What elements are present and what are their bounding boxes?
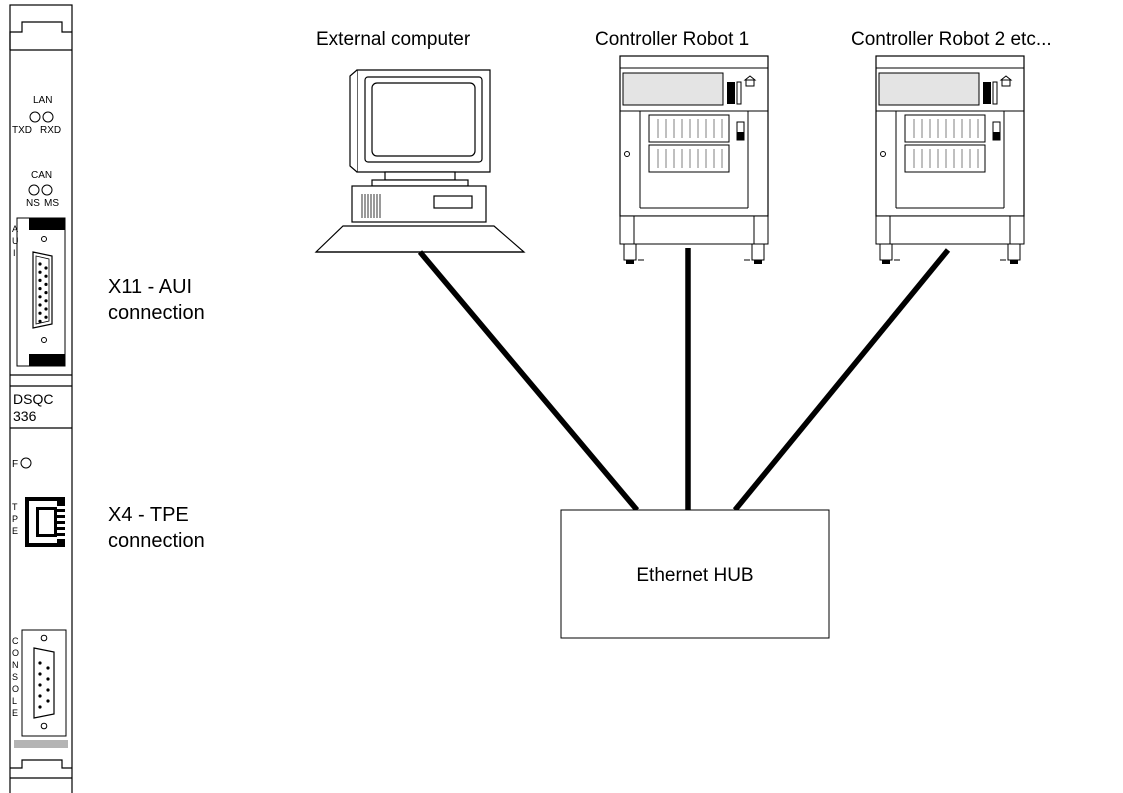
aui-pin <box>44 266 48 270</box>
aui-pins <box>38 262 48 323</box>
aui-side-letter-u: U <box>12 236 19 246</box>
console-side-text: C O N S O L E <box>12 636 19 718</box>
svg-text:O: O <box>12 684 19 694</box>
aui-side-letter-a: A <box>12 224 18 234</box>
hub-label: Ethernet HUB <box>636 565 753 586</box>
f-label: F <box>12 459 18 470</box>
dsqc336-board <box>9 4 73 793</box>
aui-pin <box>44 274 48 278</box>
can-ns-label: NS <box>26 198 40 209</box>
x4-label-line2: connection <box>108 530 205 552</box>
svg-text:L: L <box>12 696 17 706</box>
robot2-controller-icon <box>875 55 1025 265</box>
svg-text:N: N <box>12 660 19 670</box>
can-label: CAN <box>31 170 52 181</box>
aui-pin <box>44 291 48 295</box>
aui-pin <box>38 319 42 323</box>
lan-txd-led <box>29 111 41 123</box>
aui-pin <box>44 315 48 319</box>
lan-txd-label: TXD <box>12 125 32 136</box>
aui-pin <box>44 299 48 303</box>
robot2-label: Controller Robot 2 etc... <box>851 29 1052 50</box>
x11-label-line1: X11 - AUI <box>108 276 192 298</box>
aui-pin <box>44 282 48 286</box>
lan-label: LAN <box>33 95 52 106</box>
console-pins <box>38 661 50 709</box>
model-line2: 336 <box>13 408 37 424</box>
lan-rxd-led <box>42 111 54 123</box>
tpe-side-letter-p: P <box>12 514 18 524</box>
svg-text:E: E <box>12 708 18 718</box>
aui-pin <box>38 270 42 274</box>
x4-label-line1: X4 - TPE <box>108 504 189 526</box>
tpe-side-letter-e: E <box>12 526 18 536</box>
svg-text:S: S <box>12 672 18 682</box>
computer-vents <box>361 194 381 218</box>
can-ms-led <box>41 184 53 196</box>
console-connector <box>21 629 67 737</box>
f-led <box>20 457 32 469</box>
aui-pin <box>38 295 42 299</box>
model-line1: DSQC <box>13 391 53 407</box>
aui-pin <box>38 262 42 266</box>
cable-pc-hub <box>417 250 640 512</box>
can-ms-label: MS <box>44 198 59 209</box>
aui-side-letter-i: I <box>13 248 16 258</box>
pc-label: External computer <box>316 29 471 50</box>
ethernet-cables <box>417 248 951 512</box>
aui-pin <box>44 307 48 311</box>
svg-text:C: C <box>12 636 19 646</box>
aui-pin <box>38 278 42 282</box>
svg-text:O: O <box>12 648 19 658</box>
computer-icon <box>314 69 526 253</box>
robot1-label: Controller Robot 1 <box>595 29 749 50</box>
tpe-connector <box>25 497 65 547</box>
ethernet-hub-box <box>560 509 830 639</box>
aui-connector <box>16 217 66 367</box>
can-ns-led <box>28 184 40 196</box>
aui-pin <box>38 287 42 291</box>
aui-pin <box>38 311 42 315</box>
robot1-controller-icon <box>619 55 769 265</box>
lan-rxd-label: RXD <box>40 125 61 136</box>
cable-robot2-hub <box>732 248 951 512</box>
tpe-side-letter-t: T <box>12 502 18 512</box>
aui-pin <box>38 303 42 307</box>
x11-label-line2: connection <box>108 302 205 324</box>
